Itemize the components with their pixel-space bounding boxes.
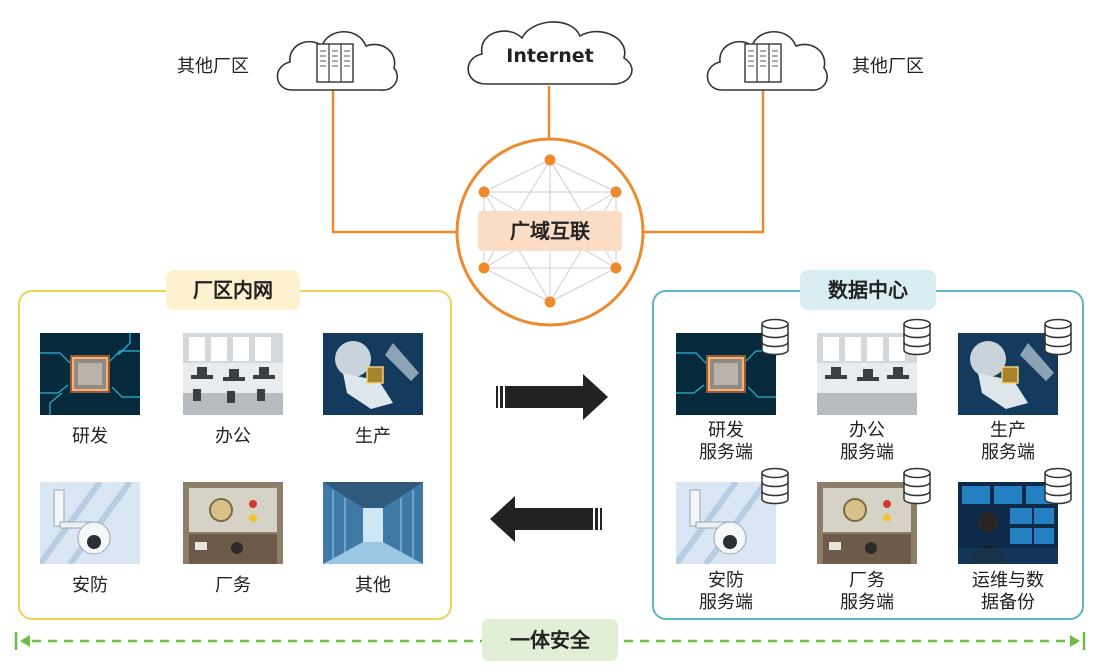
security-server-caption: 安防服务端 xyxy=(699,570,753,613)
facility-caption: 厂务 xyxy=(215,575,251,596)
database-icon xyxy=(1044,467,1072,505)
security-camera-image xyxy=(40,482,140,564)
ops-backup-caption: 运维与数据备份 xyxy=(972,570,1044,613)
office-server-image xyxy=(817,333,917,415)
security-server-image xyxy=(676,482,776,564)
database-icon xyxy=(761,318,789,356)
rnd-image xyxy=(40,333,140,415)
office-caption: 办公 xyxy=(215,426,251,447)
database-icon xyxy=(1044,318,1072,356)
facility-server-image xyxy=(817,482,917,564)
internet-cloud xyxy=(467,21,633,85)
production-server-caption: 生产服务端 xyxy=(981,420,1035,463)
production-caption: 生产 xyxy=(355,426,391,447)
intranet-title: 厂区内网 xyxy=(166,270,300,310)
security-label: 一体安全 xyxy=(482,619,618,661)
facility-server-caption: 厂务服务端 xyxy=(840,570,894,613)
office-server-caption: 办公服务端 xyxy=(840,420,894,463)
server-icon xyxy=(316,43,354,83)
server-icon xyxy=(744,43,782,83)
other-caption: 其他 xyxy=(355,575,391,596)
right-cloud-label: 其他厂区 xyxy=(852,56,924,77)
datacenter-title: 数据中心 xyxy=(800,270,936,310)
production-server-image xyxy=(958,333,1058,415)
arrow-right-icon xyxy=(496,374,608,420)
left-cloud-label: 其他厂区 xyxy=(177,56,249,77)
database-icon xyxy=(761,467,789,505)
rnd-caption: 研发 xyxy=(72,426,108,447)
arrow-left-icon xyxy=(490,496,602,542)
production-image xyxy=(323,333,423,415)
corridor-image xyxy=(323,482,423,564)
facility-panel-image xyxy=(183,482,283,564)
internet-label: Internet xyxy=(506,45,594,67)
security-caption: 安防 xyxy=(72,575,108,596)
office-image xyxy=(183,333,283,415)
wan-label: 广域互联 xyxy=(478,211,622,251)
rnd-server-caption: 研发服务端 xyxy=(699,420,753,463)
database-icon xyxy=(903,318,931,356)
rnd-server-image xyxy=(676,333,776,415)
database-icon xyxy=(903,467,931,505)
